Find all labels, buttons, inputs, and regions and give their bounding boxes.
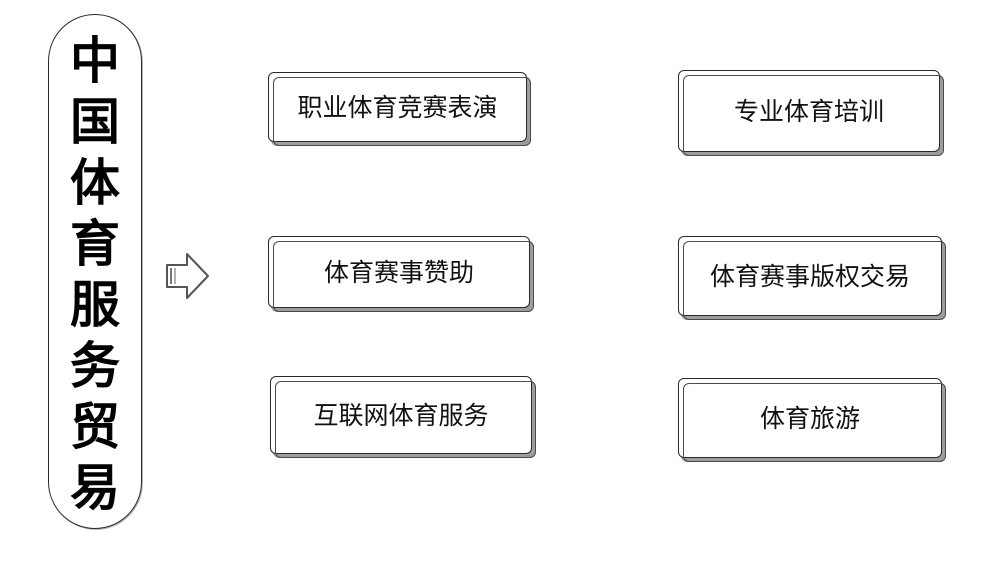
category-box: 专业体育培训	[678, 70, 944, 156]
category-box: 职业体育竞赛表演	[268, 72, 531, 146]
category-label: 体育旅游	[759, 403, 860, 433]
category-label: 专业体育培训	[733, 96, 884, 126]
vertical-title-text: 中国体育服务贸易	[70, 32, 120, 517]
vertical-title-pill: 中国体育服务贸易	[48, 14, 142, 529]
category-label: 职业体育竞赛表演	[297, 92, 498, 122]
category-box: 体育赛事版权交易	[678, 236, 946, 320]
category-label: 互联网体育服务	[313, 400, 489, 430]
category-label: 体育赛事赞助	[323, 257, 474, 287]
category-box: 体育旅游	[678, 378, 946, 462]
category-box: 体育赛事赞助	[268, 236, 534, 312]
hollow-right-arrow-icon	[166, 253, 209, 299]
category-label: 体育赛事版权交易	[709, 261, 910, 291]
category-box: 互联网体育服务	[270, 376, 536, 458]
